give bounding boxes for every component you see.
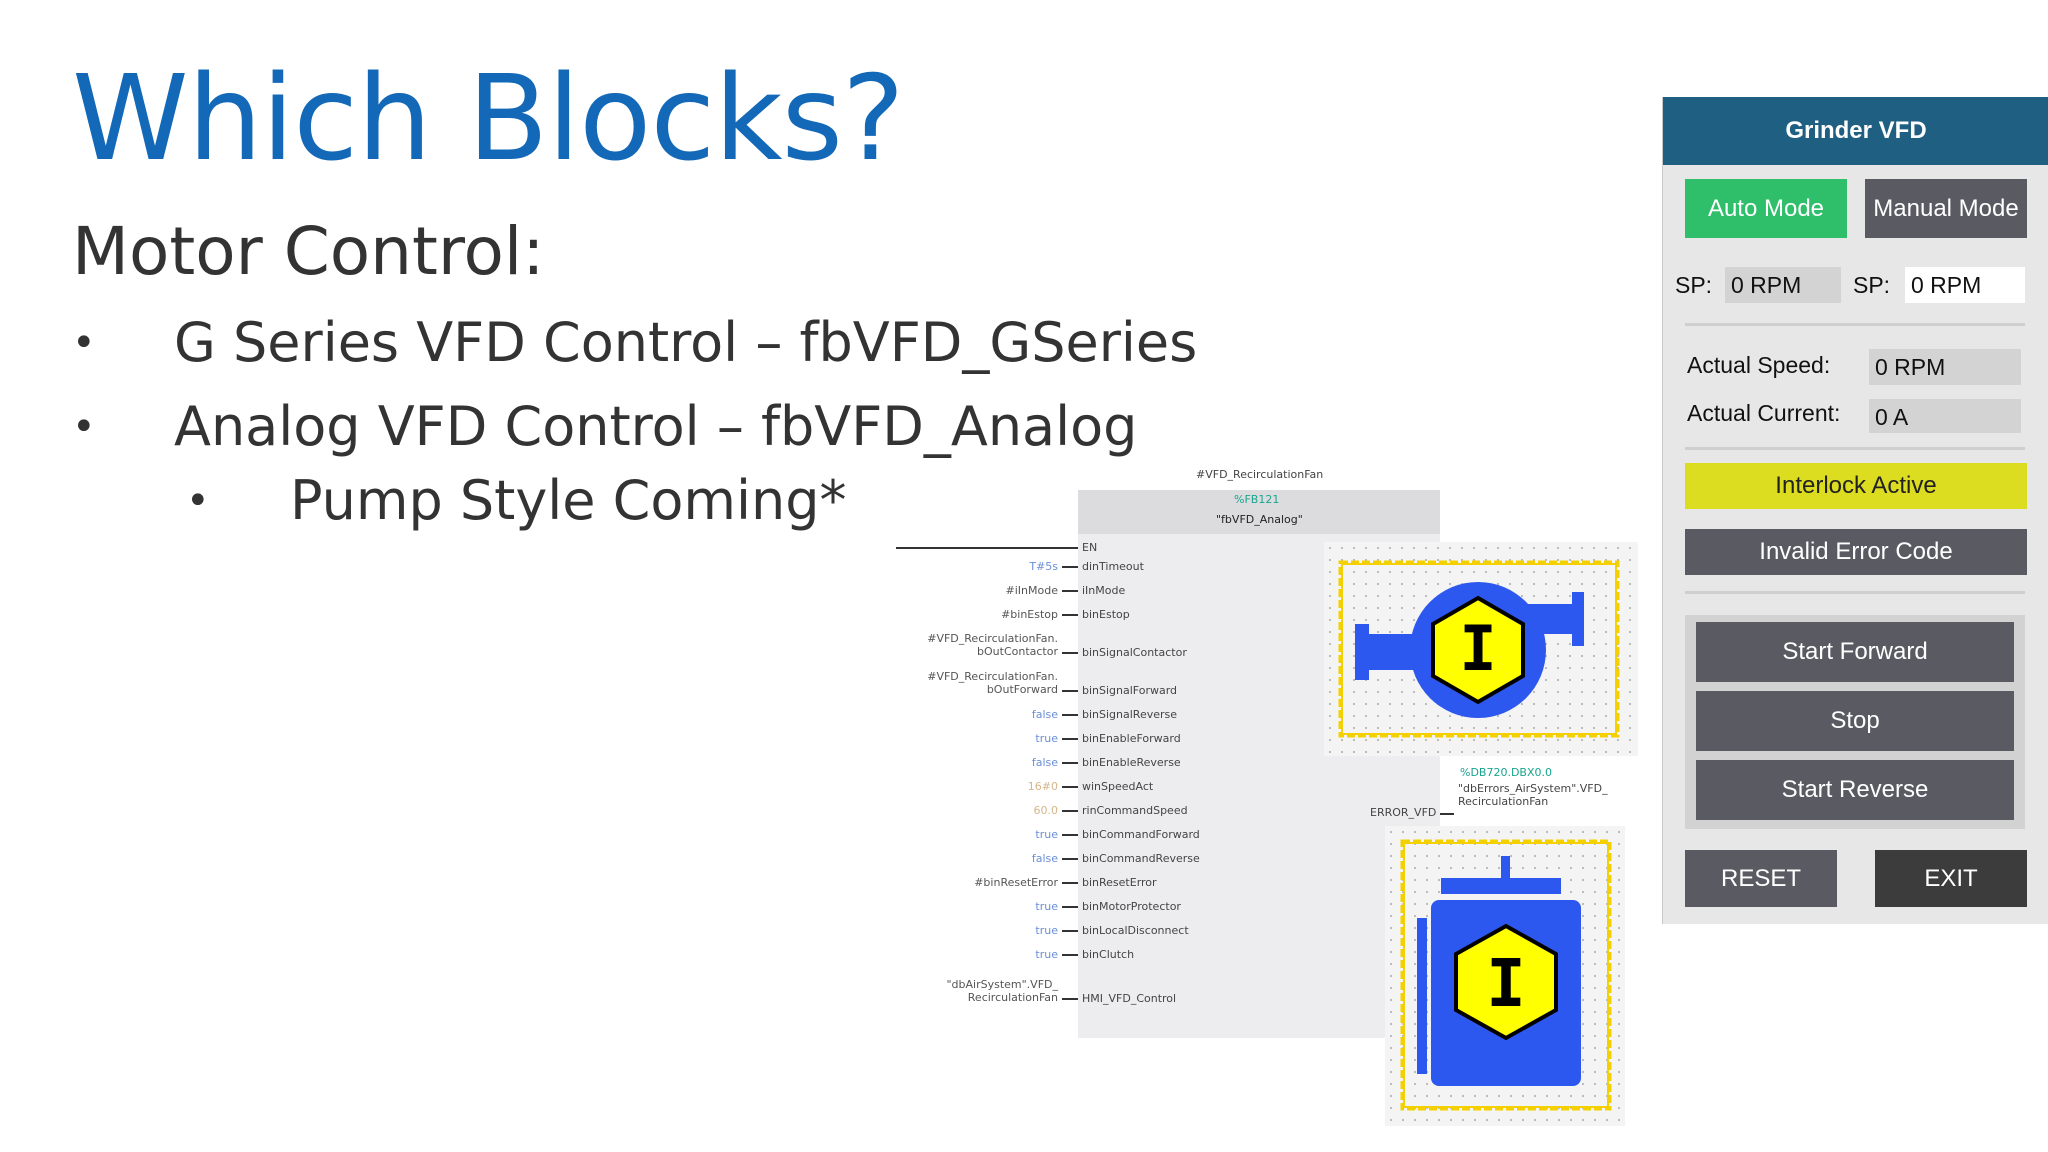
bullet-analog: Analog VFD Control – fbVFD_Analog [174,395,1138,458]
motor-icon-panel[interactable]: I [1324,542,1638,756]
fb-input-pin: binCommandForward [1082,828,1200,841]
fb-input-value: false [1031,852,1058,865]
fb-input-value: true [1035,900,1058,913]
function-block-header [1078,490,1440,534]
fb-block-name: "fbVFD_Analog" [1216,513,1303,526]
error-code-indicator: Invalid Error Code [1685,529,2027,575]
fb-input-pin: binLocalDisconnect [1082,924,1189,937]
fb-input-pin: iInMode [1082,584,1126,597]
fb-input-value: #iInMode [1005,584,1058,597]
manual-sp-input[interactable]: 0 RPM [1905,267,2025,303]
fb-input-pin: binEstop [1082,608,1130,621]
interlock-active-indicator: Interlock Active [1685,463,2027,509]
fb-input-wire [1062,930,1078,932]
fb-input-wire [1062,690,1078,692]
fb-input-wire [1062,906,1078,908]
fb-block-number: %FB121 [1234,493,1280,506]
fb-input-value: 16#0 [1027,780,1058,793]
fb-input-pin: binEnableForward [1082,732,1181,745]
fb-input-pin: binClutch [1082,948,1135,961]
pump-symbol-icon: I [1400,839,1612,1111]
fb-input-wire [1062,810,1078,812]
fb-enable-pin: EN [1082,541,1098,554]
fb-input-pin: binCommandReverse [1082,852,1200,865]
bullet-marker: • [72,404,96,450]
auto-sp-label: SP: [1675,272,1713,298]
fb-input-pin: rinCommandSpeed [1082,804,1188,817]
fb-input-value: T#5s [1029,560,1058,573]
indicator-letter: I [1486,945,1526,1022]
fb-input-value: #binResetError [974,876,1058,889]
actual-current-label: Actual Current: [1687,400,1841,426]
fb-input-value: false [1031,756,1058,769]
fb-input-pin: binMotorProtector [1082,900,1181,913]
fb-input-value: false [1031,708,1058,721]
function-block-diagram: #VFD_RecirculationFan %FB121 "fbVFD_Anal… [896,460,1656,1060]
fb-input-wire [1062,738,1078,740]
fb-input-value: true [1035,924,1058,937]
fb-output-pin: ERROR_VFD [1370,806,1437,819]
actual-current-value: 0 A [1869,399,2021,433]
fb-input-wire [1062,714,1078,716]
actual-speed-label: Actual Speed: [1687,352,1831,378]
auto-mode-button[interactable]: Auto Mode [1685,179,1847,238]
bullet-g-series: G Series VFD Control – fbVFD_GSeries [174,311,1198,374]
fb-input-wire [1062,590,1078,592]
fb-input-pin: binSignalContactor [1082,646,1187,659]
manual-mode-button[interactable]: Manual Mode [1865,179,2027,238]
actual-speed-value: 0 RPM [1869,349,2021,385]
fb-input-pin: dinTimeout [1082,560,1144,573]
fb-input-value: "dbAirSystem".VFD_ RecirculationFan [946,978,1058,1004]
fb-input-wire [1062,954,1078,956]
fb-input-wire [1062,998,1078,1000]
start-reverse-button[interactable]: Start Reverse [1696,760,2014,820]
fb-input-value: true [1035,732,1058,745]
fb-input-value: true [1035,828,1058,841]
fb-input-value: #binEstop [1001,608,1058,621]
fb-output-wire [1440,813,1454,815]
fb-input-value: true [1035,948,1058,961]
power-rail-left [896,547,1078,549]
fb-input-pin: binEnableReverse [1082,756,1181,769]
bullet-marker: • [72,320,96,366]
auto-sp-value: 0 RPM [1725,267,1841,303]
sub-bullet-marker: • [186,478,210,524]
reset-button[interactable]: RESET [1685,850,1837,907]
motor-symbol-icon: I [1338,560,1620,738]
sub-bullet-pump: Pump Style Coming* [290,469,847,532]
fb-input-wire [1062,652,1078,654]
fb-input-wire [1062,566,1078,568]
manual-sp-label: SP: [1853,272,1891,298]
separator [1685,591,2025,594]
fb-input-wire [1062,858,1078,860]
fb-input-wire [1062,786,1078,788]
separator [1685,447,2025,450]
fb-input-wire [1062,882,1078,884]
faceplate-title: Grinder VFD [1663,97,2048,165]
slide-title: Which Blocks? [72,49,905,187]
indicator-letter: I [1459,612,1496,685]
fb-input-pin: binSignalForward [1082,684,1178,697]
fb-input-value: #VFD_RecirculationFan. bOutForward [927,670,1058,696]
fb-output-tag: "dbErrors_AirSystem".VFD_ RecirculationF… [1458,782,1608,808]
fb-input-value: 60.0 [1033,804,1059,817]
fb-output-address: %DB720.DBX0.0 [1460,766,1553,779]
fb-input-pin: binSignalReverse [1082,708,1178,721]
fb-input-wire [1062,834,1078,836]
fb-instance-name: #VFD_RecirculationFan [1196,468,1324,481]
start-forward-button[interactable]: Start Forward [1696,622,2014,682]
slide-subtitle: Motor Control: [72,213,545,290]
fb-input-wire [1062,762,1078,764]
vfd-faceplate: Grinder VFD Auto Mode Manual Mode SP: 0 … [1662,97,2048,924]
fb-input-value: #VFD_RecirculationFan. bOutContactor [927,632,1058,658]
exit-button[interactable]: EXIT [1875,850,2027,907]
fb-input-pin: HMI_VFD_Control [1082,992,1177,1005]
pump-icon-panel[interactable]: I [1385,826,1625,1126]
fb-input-pin: winSpeedAct [1082,780,1154,793]
fb-input-pin: binResetError [1082,876,1157,889]
separator [1685,323,2025,326]
fb-input-wire [1062,614,1078,616]
stop-button[interactable]: Stop [1696,691,2014,751]
